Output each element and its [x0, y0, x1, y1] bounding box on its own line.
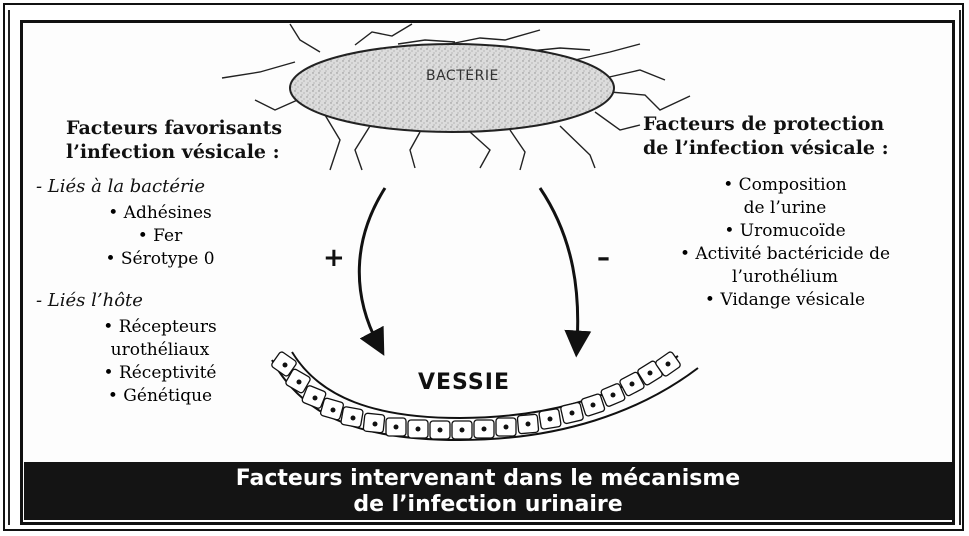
left-heading-line1: Facteurs favorisants [66, 116, 282, 140]
list-item: urothéliaux [90, 339, 230, 362]
list-item: • Génétique [90, 385, 230, 408]
right-items-list: • Composition de l’urine • Uromucoïde • … [640, 174, 930, 312]
bladder-epithelium [271, 351, 698, 440]
list-item: l’urothélium [640, 266, 930, 289]
right-heading-line1: Facteurs de protection [643, 112, 884, 136]
left-arrow [359, 188, 385, 344]
bacteria-body [290, 44, 614, 132]
left-group1-list: • Adhésines • Fer • Sérotype 0 [90, 202, 230, 271]
left-heading-line2: l’infection vésicale : [66, 140, 280, 164]
list-item: de l’urine [640, 197, 930, 220]
caption-line1: Facteurs intervenant dans le mécanisme [24, 466, 952, 492]
list-item: • Sérotype 0 [90, 248, 230, 271]
list-item: • Activité bactéricide de [640, 243, 930, 266]
list-item: • Vidange vésicale [640, 289, 930, 312]
list-item: • Uromucoïde [640, 220, 930, 243]
list-item: • Réceptivité [90, 362, 230, 385]
plus-sign: + [323, 243, 345, 273]
list-item: • Composition [640, 174, 930, 197]
left-group2-list: • Récepteurs urothéliaux • Réceptivité •… [90, 316, 230, 408]
bacteria-label: BACTÉRIE [426, 68, 499, 84]
right-heading-line2: de l’infection vésicale : [643, 136, 889, 160]
minus-sign: – [597, 243, 610, 273]
list-item: • Adhésines [90, 202, 230, 225]
left-group2-title: - Liés l’hôte [36, 290, 143, 311]
list-item: • Fer [90, 225, 230, 248]
vessie-label: VESSIE [418, 370, 510, 395]
caption-line2: de l’infection urinaire [24, 492, 952, 518]
left-group1-title: - Liés à la bactérie [36, 176, 205, 197]
right-arrow [540, 188, 578, 344]
list-item: • Récepteurs [90, 316, 230, 339]
